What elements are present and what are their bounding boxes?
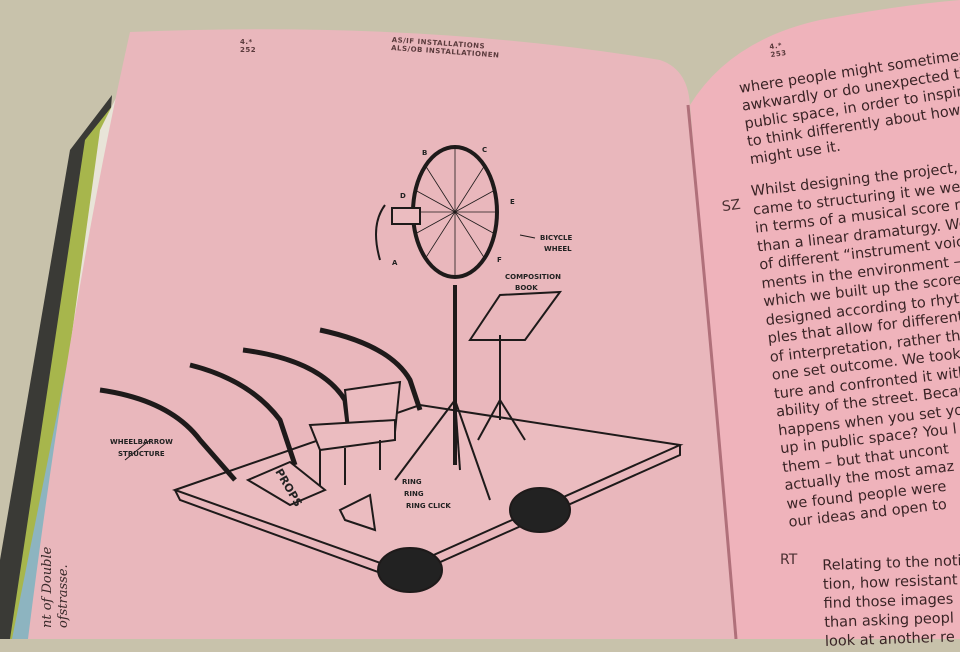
installation-illustration [99, 145, 684, 593]
marker-f: F [497, 256, 502, 264]
label-composition: COMPOSITION [505, 273, 561, 281]
marker-c: C [482, 146, 487, 154]
label-book: BOOK [515, 284, 538, 292]
cart-wheel-front [377, 547, 443, 593]
label-bicycle: BICYCLE [540, 234, 572, 242]
label-wheelbarrow: WHEELBARROW [110, 438, 173, 446]
left-folio: 4.* 252 [240, 38, 256, 54]
label-ring-1: RING [402, 478, 422, 486]
label-ring-click: RING CLICK [406, 502, 451, 510]
marker-a: A [392, 259, 398, 267]
figure-caption: nt of Double ofstrasse. [40, 547, 72, 628]
label-wheel: WHEEL [544, 245, 572, 253]
marker-d: D [400, 192, 406, 200]
cart-wheel-back [509, 487, 571, 533]
left-page-number: 252 [240, 46, 257, 54]
speaker-sz: SZ [720, 196, 742, 216]
gutter [686, 104, 738, 639]
caption-line: ofstrasse. [56, 564, 71, 628]
right-page-paragraph-3: Relating to the notio tion, how resistan… [822, 547, 960, 652]
label-ring-2: RING [404, 490, 424, 498]
speaker-rt: RT [780, 552, 798, 568]
label-structure: STRUCTURE [118, 450, 165, 458]
right-folio: 4.* 253 [769, 41, 787, 59]
marker-e: E [510, 198, 515, 206]
marker-b: B [422, 149, 427, 157]
caption-line: nt of Double [40, 546, 55, 628]
right-page [690, 0, 960, 639]
left-folio-chapter: 4.* [240, 38, 253, 46]
